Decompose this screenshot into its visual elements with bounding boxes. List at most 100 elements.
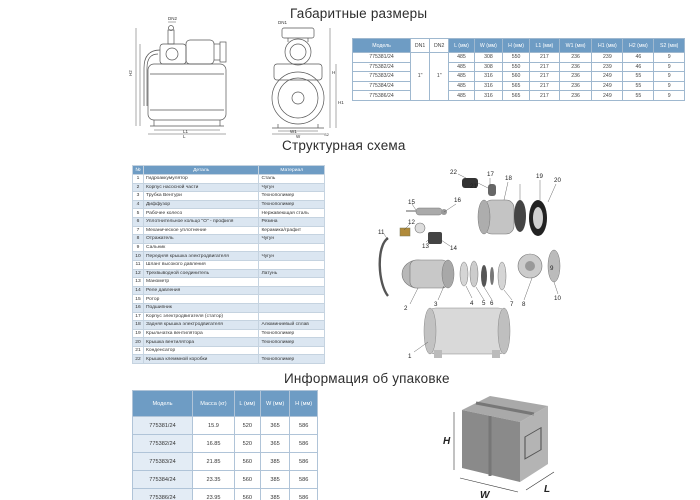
part-name: Диффузор <box>142 199 260 210</box>
exploded-num-6: 6 <box>490 300 494 307</box>
part-material: Керамика/графит <box>258 225 325 236</box>
part-number: 20 <box>132 337 144 347</box>
label-l1: L1 <box>183 129 189 134</box>
label-dn2: DN2 <box>168 16 177 21</box>
part-number: 8 <box>132 234 144 244</box>
part-number: 2 <box>132 182 144 193</box>
pack-cell-model: 775386/24 <box>132 488 193 500</box>
pack-cell: 586 <box>289 488 318 500</box>
part-name: Сальник <box>142 242 260 253</box>
dim-cell: 565 <box>502 90 530 101</box>
exploded-num-15: 15 <box>408 199 415 206</box>
pack-cell: 385 <box>259 470 291 489</box>
exploded-view: 1 2 3 4 5 6 7 8 9 10 11 12 13 14 15 16 1… <box>378 169 561 360</box>
exploded-num-2: 2 <box>404 305 408 312</box>
dim-cell: 485 <box>448 80 475 92</box>
part-number: 15 <box>132 294 144 304</box>
dim-cell: 550 <box>502 61 530 73</box>
part-name: Передняя крышка электродвигателя <box>142 251 260 261</box>
part-material: Технополимер <box>258 191 325 201</box>
pack-cell: 23.95 <box>192 488 235 500</box>
dim-cell: 485 <box>448 52 475 63</box>
packaging-table: Модель Масса (кг) L (мм) W (мм) H (мм) 7… <box>132 390 318 500</box>
dim-cell: 9 <box>653 52 685 63</box>
dimensions-table: Модель DN1 DN2 L (мм) W (мм) H (мм) L1 (… <box>352 38 685 101</box>
part-name: Задняя крышка электродвигателя <box>142 320 260 330</box>
pack-cell: 365 <box>259 434 291 453</box>
part-number: 19 <box>132 328 144 339</box>
part-material: Резина <box>258 216 325 227</box>
packaging-title: Информация об упаковке <box>284 371 450 386</box>
dim-cell: 55 <box>622 71 655 82</box>
dim-cell: 485 <box>448 71 475 82</box>
part-material: Технополимер <box>258 199 325 210</box>
part-name: Корпус насосной части <box>142 182 260 193</box>
table-row: 775384/24 485 316 565 217 236 249 55 9 <box>352 80 685 92</box>
label-w1: W1 <box>290 129 297 134</box>
table-row: 775381/24 1" 1" 485 308 550 217 236 239 … <box>352 52 685 101</box>
dim-cell: 217 <box>529 52 560 63</box>
pack-cell: 16.85 <box>192 434 235 453</box>
label-h: H <box>332 70 335 75</box>
part-number: 13 <box>132 277 144 287</box>
pack-cell-model: 775381/24 <box>132 416 193 435</box>
dim-cell: 316 <box>473 80 504 92</box>
exploded-num-1: 1 <box>408 353 412 360</box>
part-material <box>258 277 325 287</box>
label-dn1: DN1 <box>278 20 287 25</box>
dim-cell: 55 <box>622 90 655 101</box>
pack-cell: 560 <box>233 470 261 489</box>
box-label-l: L <box>544 484 550 495</box>
pack-col-header: H (мм) <box>289 390 318 417</box>
dim-cell: 485 <box>448 90 475 101</box>
dim-cell: 236 <box>558 61 593 73</box>
pack-cell: 21.85 <box>192 452 235 471</box>
exploded-num-21: 21 <box>470 183 477 190</box>
dim-cell: 217 <box>529 71 560 82</box>
dim-cell: 550 <box>502 52 530 63</box>
part-number: 21 <box>132 345 144 356</box>
parts-col-header: № <box>132 165 144 175</box>
part-number: 3 <box>132 191 144 201</box>
table-row: 775383/24 485 316 560 217 236 249 55 9 <box>352 71 685 82</box>
part-material: Технополимер <box>258 354 325 365</box>
dim-col-header: H (мм) <box>502 38 530 53</box>
dim-cell: 9 <box>653 71 685 82</box>
part-number: 6 <box>132 216 144 227</box>
parts-table-header: № Деталь Материал <box>132 165 325 175</box>
dim-cell: 316 <box>473 71 504 82</box>
exploded-num-4: 4 <box>470 300 474 307</box>
part-number: 11 <box>132 259 144 270</box>
exploded-num-22: 22 <box>450 169 457 176</box>
dim-cell: 46 <box>622 61 655 73</box>
dim-cell: 217 <box>529 61 560 73</box>
dim-cell-model: 775381/24 <box>352 52 411 63</box>
table-row: 775386/24 485 316 565 217 236 249 55 9 <box>352 90 685 101</box>
pack-col-header: Масса (кг) <box>192 390 235 417</box>
part-material <box>258 302 325 313</box>
dim-cell: 217 <box>529 80 560 92</box>
part-number: 7 <box>132 225 144 236</box>
exploded-num-3: 3 <box>434 301 438 308</box>
exploded-num-11: 11 <box>378 229 385 236</box>
dim-cell: 236 <box>558 71 593 82</box>
part-material: Чугун <box>258 182 325 193</box>
dimensions-title: Габаритные размеры <box>290 6 428 21</box>
pack-cell: 365 <box>259 416 291 435</box>
part-number: 10 <box>132 251 144 261</box>
pack-cell-model: 775382/24 <box>132 434 193 453</box>
